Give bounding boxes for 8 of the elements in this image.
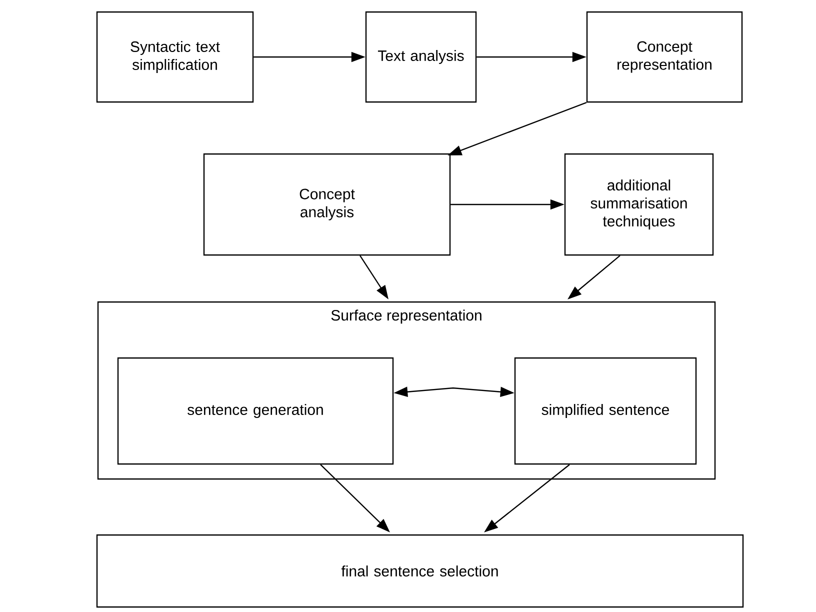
process-box: sentence generation bbox=[117, 357, 394, 465]
process-box: simplified sentence bbox=[514, 357, 697, 465]
process-box: Concept analysis bbox=[203, 153, 451, 256]
process-box: Concept representation bbox=[586, 11, 743, 103]
process-box: Text analysis bbox=[365, 11, 477, 103]
process-box: final sentence selection bbox=[96, 534, 744, 608]
process-box: Syntactic text simplification bbox=[96, 11, 254, 103]
process-box: additional summarisation techniques bbox=[564, 153, 714, 256]
